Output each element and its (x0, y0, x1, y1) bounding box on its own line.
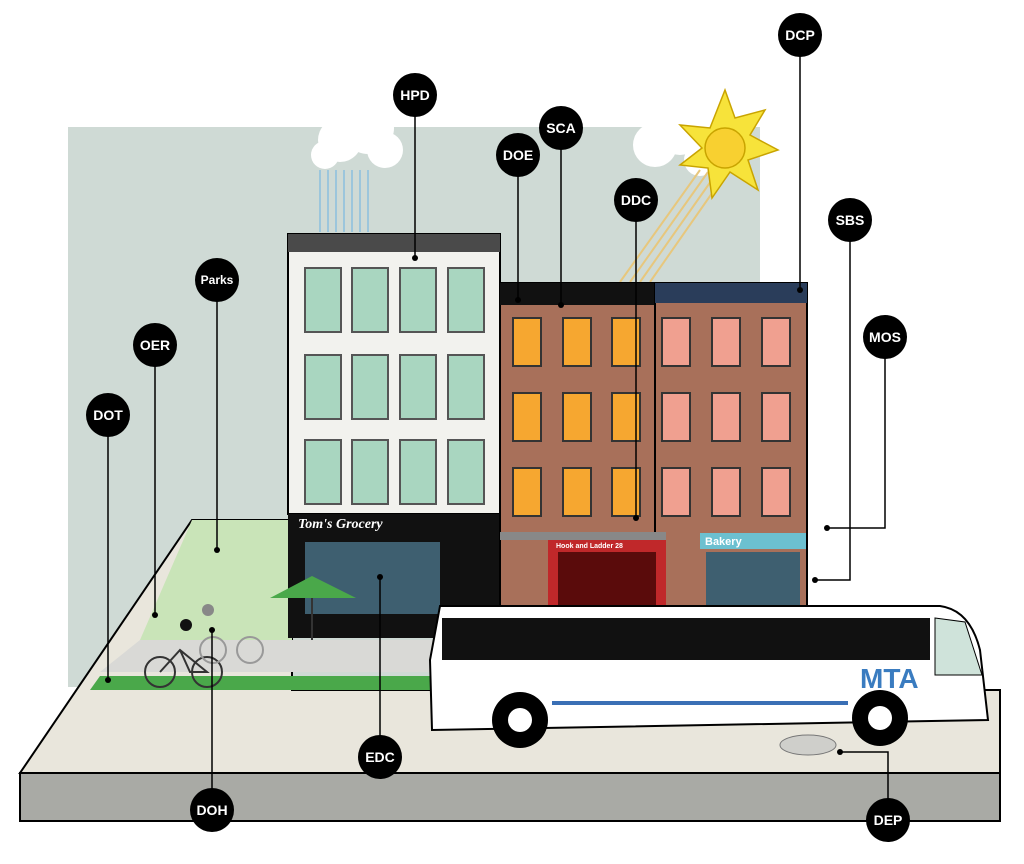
mta-bus: MTA (428, 605, 990, 748)
marker-label: DOH (196, 802, 227, 818)
window (304, 439, 342, 505)
marker-label: OER (140, 337, 170, 353)
window (399, 267, 437, 333)
window (661, 467, 691, 517)
marker-dcp[interactable]: DCP (778, 13, 822, 57)
window (761, 467, 791, 517)
window (512, 317, 542, 367)
window (711, 392, 741, 442)
building-cornice (655, 283, 807, 303)
marker-label: DOT (93, 407, 123, 423)
grocery-sign: Tom's Grocery (298, 517, 383, 532)
marker-label: MOS (869, 329, 901, 345)
marker-mos[interactable]: MOS (863, 315, 907, 359)
marker-sca[interactable]: SCA (539, 106, 583, 150)
building-cornice (288, 234, 500, 252)
leader-lines (107, 35, 889, 820)
marker-parks[interactable]: Parks (195, 258, 239, 302)
marker-label: DEP (874, 812, 903, 828)
window (399, 354, 437, 420)
window (562, 317, 592, 367)
window (661, 317, 691, 367)
window (711, 317, 741, 367)
sidewalk (100, 640, 440, 672)
window (351, 267, 389, 333)
window (399, 439, 437, 505)
window (661, 392, 691, 442)
building-cornice (500, 283, 655, 305)
marker-doh[interactable]: DOH (190, 788, 234, 832)
window (562, 467, 592, 517)
bakery-window (706, 552, 800, 608)
window (761, 317, 791, 367)
park (140, 520, 292, 640)
marker-doe[interactable]: DOE (496, 133, 540, 177)
manhole (779, 734, 837, 756)
bakery-sign: Bakery (705, 536, 743, 548)
ground-edge (19, 772, 1001, 822)
window (351, 354, 389, 420)
marker-label: HPD (400, 87, 430, 103)
marker-sbs[interactable]: SBS (828, 198, 872, 242)
firehouse-door (558, 552, 656, 608)
window (447, 267, 485, 333)
window (304, 267, 342, 333)
window (711, 467, 741, 517)
sun-icon (678, 87, 780, 201)
marker-label: DOE (503, 147, 533, 163)
marker-dot[interactable]: DOT (86, 393, 130, 437)
window (562, 392, 592, 442)
marker-edc[interactable]: EDC (358, 735, 402, 779)
marker-label: DDC (621, 192, 651, 208)
mta-logo: MTA (860, 663, 919, 694)
window (761, 392, 791, 442)
window-grid (512, 317, 791, 517)
bicycle-icon (144, 636, 264, 688)
window (304, 354, 342, 420)
window (447, 439, 485, 505)
marker-oer[interactable]: OER (133, 323, 177, 367)
window-grid (304, 267, 485, 505)
grocery-window (305, 542, 440, 614)
marker-dep[interactable]: DEP (866, 798, 910, 842)
firehouse-sign: Hook and Ladder 28 (556, 543, 623, 550)
marker-ddc[interactable]: DDC (614, 178, 658, 222)
window (351, 439, 389, 505)
cyclist (180, 619, 192, 631)
bakery-awning (700, 533, 806, 549)
window (447, 354, 485, 420)
ledge (500, 532, 666, 540)
marker-label: EDC (365, 749, 395, 765)
cloud-icon (311, 102, 403, 169)
rain-icon (319, 170, 369, 232)
leader-dots (105, 255, 843, 755)
window (512, 392, 542, 442)
marker-hpd[interactable]: HPD (393, 73, 437, 117)
marker-label: SCA (546, 120, 576, 136)
window (512, 467, 542, 517)
pedestrian (202, 604, 214, 616)
cafe-umbrella (270, 576, 356, 598)
marker-label: SBS (836, 212, 865, 228)
bike-lane (90, 676, 440, 690)
marker-label: DCP (785, 27, 815, 43)
marker-label: Parks (201, 273, 234, 287)
